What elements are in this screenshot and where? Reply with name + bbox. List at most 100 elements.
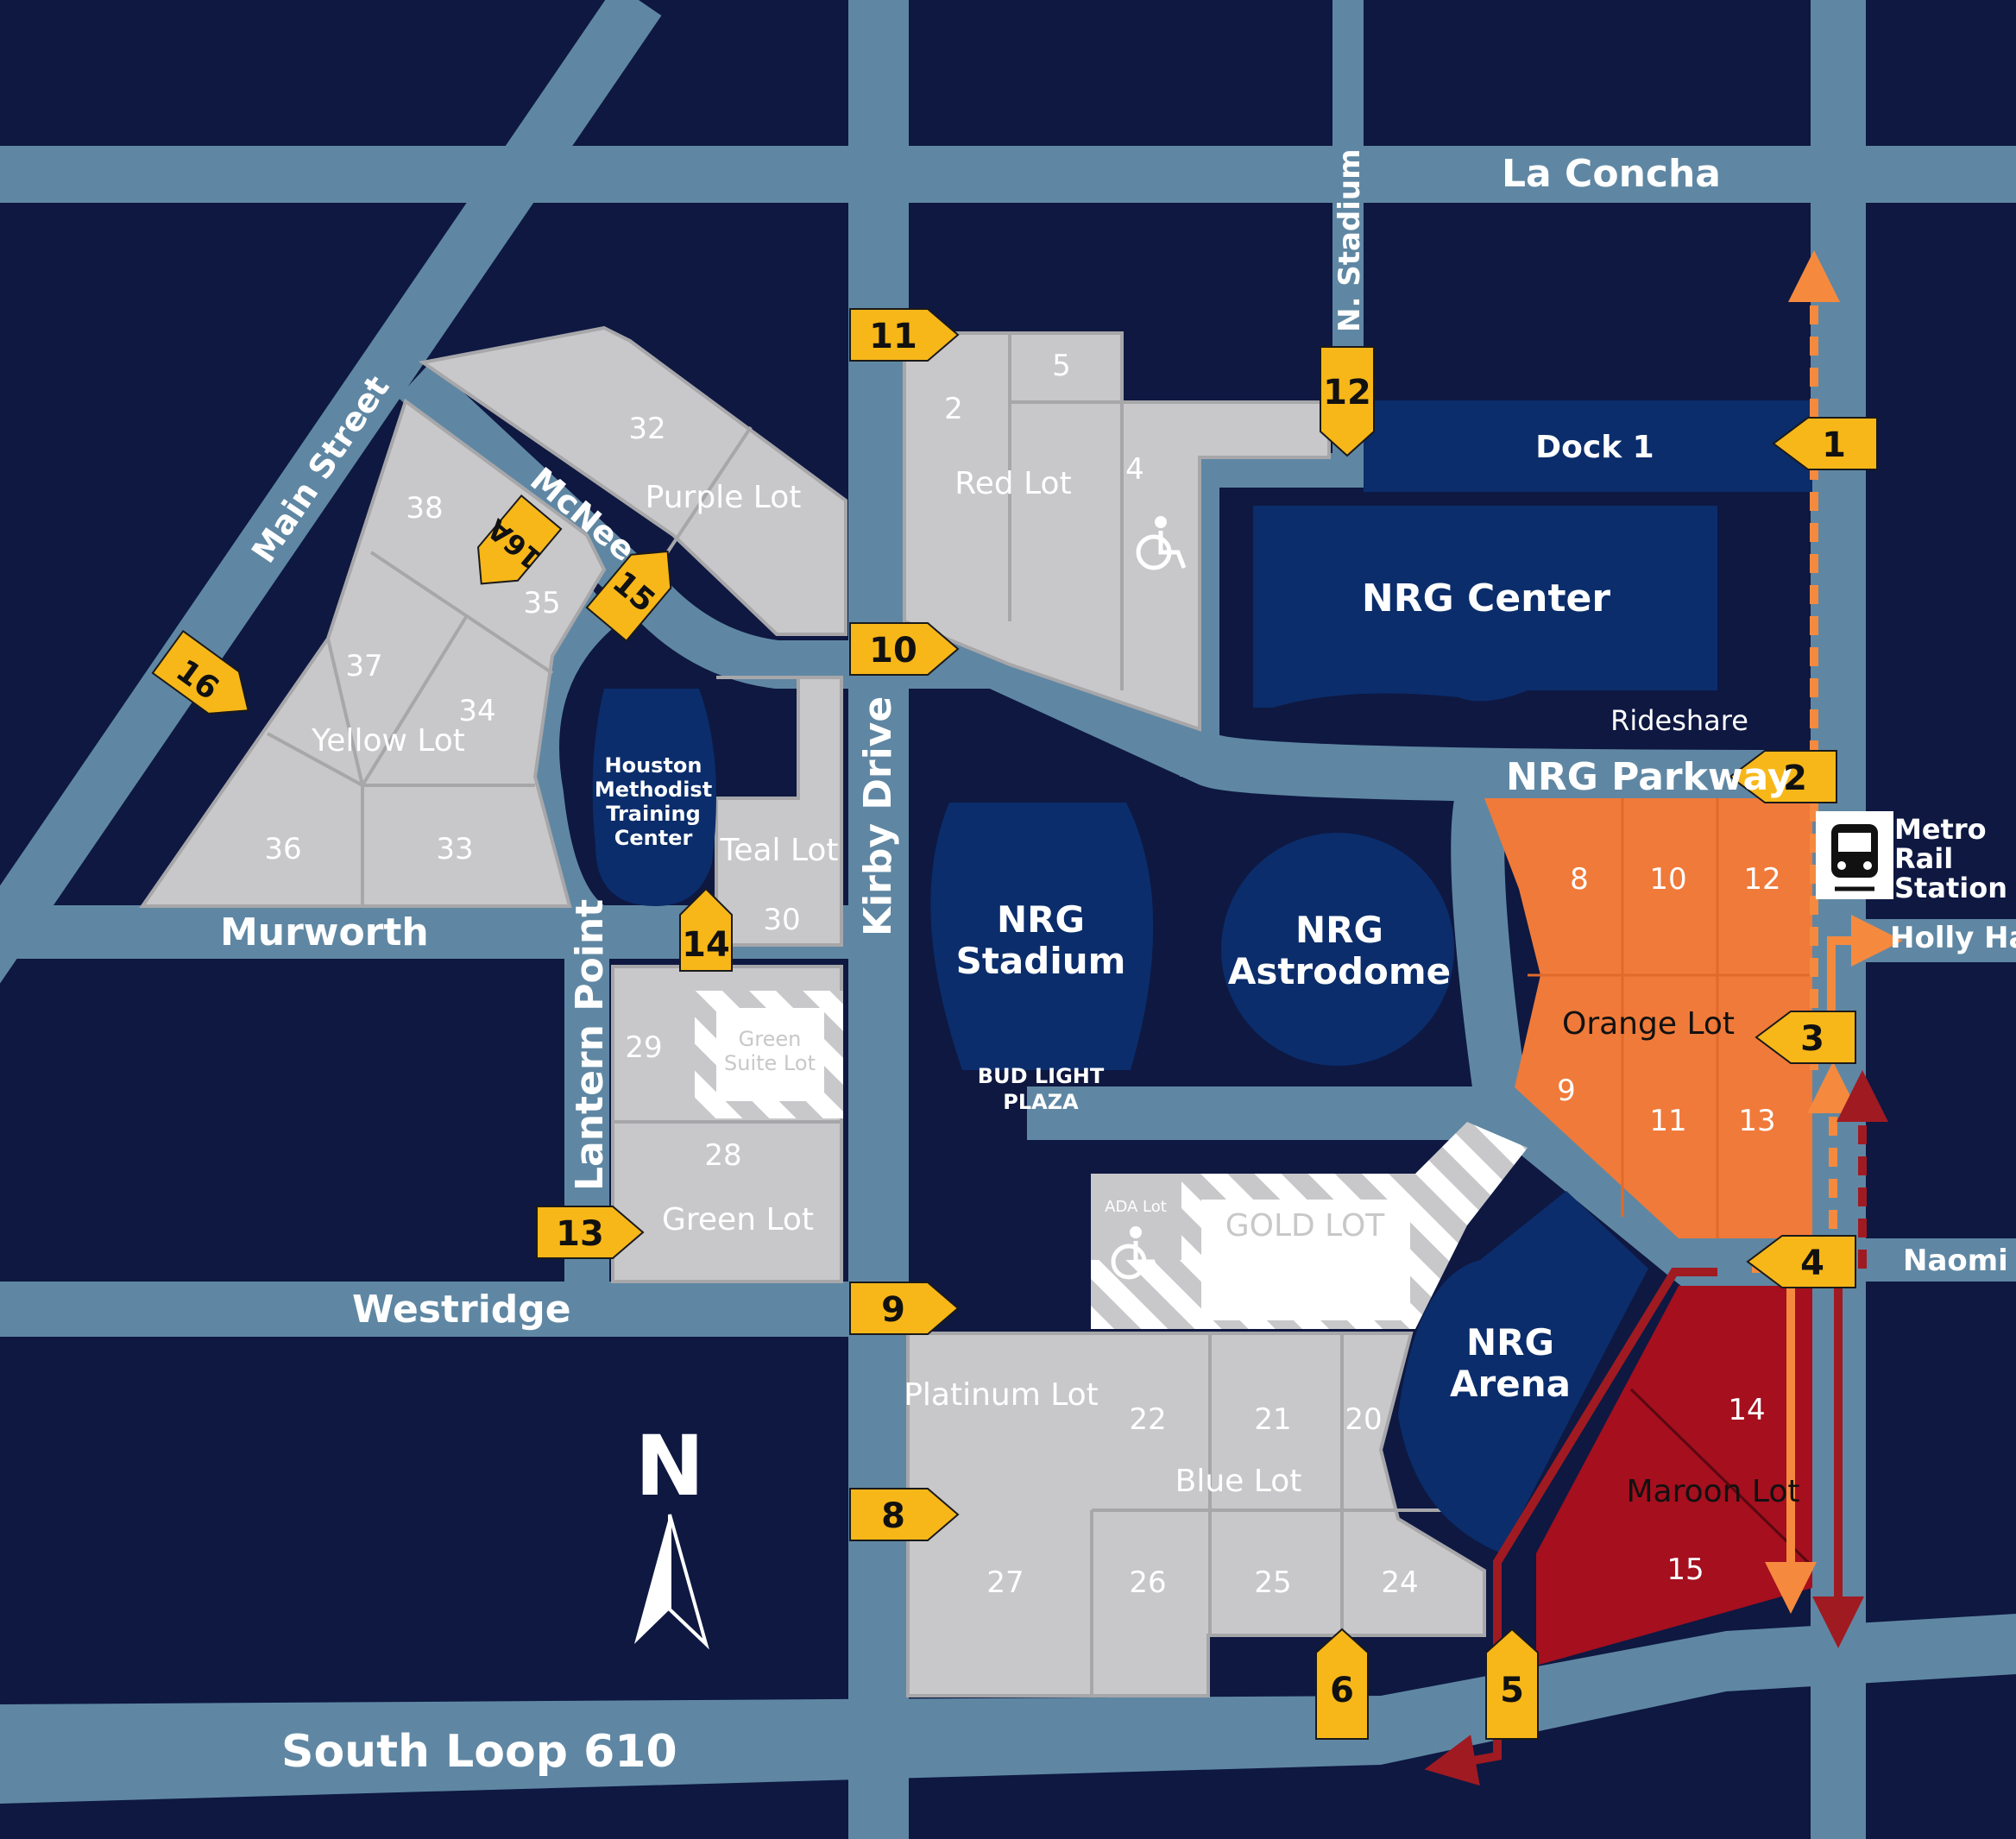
- gate-1[interactable]: [1772, 417, 1878, 470]
- gate-13[interactable]: [536, 1206, 645, 1259]
- gates: [151, 308, 1878, 1740]
- road-label-la-concha: La Concha: [1502, 152, 1721, 196]
- gate-16a[interactable]: [462, 494, 563, 600]
- lot-maroon: [1536, 1286, 1812, 1666]
- gate-label-11: 11: [869, 317, 917, 356]
- label-houston-3: Training: [606, 802, 701, 826]
- lot-number: 9: [1557, 1074, 1576, 1108]
- venue-nrg-stadium: [930, 803, 1154, 1070]
- label-green-lot: Green Lot: [662, 1202, 814, 1238]
- gate-label-12: 12: [1323, 373, 1371, 413]
- lot-number: 33: [436, 832, 473, 866]
- label-rideshare: Rideshare: [1610, 704, 1748, 737]
- label-metro-2: Rail: [1894, 842, 1953, 875]
- gate-label-13: 13: [556, 1214, 604, 1254]
- label-houston-2: Methodist: [595, 778, 712, 802]
- gate-6[interactable]: [1315, 1628, 1369, 1740]
- road-label-kirby-drive: Kirby Drive: [856, 696, 900, 936]
- lot-number: 36: [264, 832, 301, 866]
- label-houston-4: Center: [614, 826, 693, 850]
- road-label-westridge: Westridge: [352, 1288, 571, 1332]
- lot-number: 12: [1743, 862, 1780, 897]
- lot-number: 24: [1381, 1565, 1418, 1600]
- label-dock1: Dock 1: [1535, 430, 1654, 465]
- gate-label-10: 10: [869, 631, 917, 671]
- road-south-loop-610: [0, 1614, 2016, 1804]
- compass-north-label: N: [635, 1418, 704, 1515]
- gray-lots: [139, 325, 1486, 1697]
- gate-10[interactable]: [849, 622, 960, 676]
- road-label-naomi: Naomi: [1903, 1244, 2008, 1278]
- gate-11[interactable]: [849, 308, 960, 362]
- label-nrg-center: NRG Center: [1362, 576, 1610, 620]
- venue-nrg-arena: [1398, 1191, 1648, 1553]
- lot-number: 8: [1570, 862, 1589, 897]
- gate-4[interactable]: [1746, 1235, 1856, 1288]
- road-mcnee: [397, 362, 1018, 689]
- road-label-holly-hall: Holly Hall: [1890, 921, 2016, 955]
- venue-nrg-astrodome: [1221, 833, 1454, 1066]
- label-platinum-lot: Platinum Lot: [904, 1377, 1099, 1413]
- lot-number: 21: [1254, 1402, 1291, 1437]
- label-gold-lot: GOLD LOT: [1225, 1208, 1386, 1244]
- lot-number: 22: [1129, 1402, 1166, 1437]
- road-label-lantern-point: Lantern Point: [568, 899, 612, 1191]
- gate-16[interactable]: [151, 629, 263, 731]
- lot-number: 37: [345, 649, 382, 683]
- venues: [592, 400, 1812, 1553]
- label-teal-lot: Teal Lot: [719, 833, 838, 868]
- lot-number: 26: [1129, 1565, 1166, 1600]
- lot-number: 35: [523, 586, 560, 620]
- lot-number: 38: [406, 491, 443, 526]
- lot-number: 11: [1649, 1104, 1686, 1138]
- gate-14[interactable]: [679, 887, 733, 972]
- label-orange-lot: Orange Lot: [1562, 1006, 1735, 1042]
- venue-houston-methodist: [592, 689, 716, 906]
- label-yellow-lot: Yellow Lot: [311, 723, 465, 759]
- road-label-murworth: Murworth: [220, 910, 429, 954]
- gate-label-4: 4: [1800, 1244, 1824, 1283]
- lot-number: 14: [1728, 1393, 1765, 1427]
- lot-number: 2: [944, 392, 963, 426]
- venue-dock1: [1364, 400, 1812, 492]
- gate-label-3: 3: [1800, 1019, 1824, 1059]
- gate-label-9: 9: [881, 1290, 905, 1330]
- road-nrg-loop: [990, 639, 1838, 1287]
- lot-number: 32: [628, 412, 665, 446]
- label-metro-3: Station: [1894, 872, 2007, 904]
- road-label-n-stadium: N. Stadium: [1332, 148, 1367, 332]
- lot-number: 4: [1125, 452, 1144, 487]
- lot-number: 25: [1254, 1565, 1291, 1600]
- label-astrodome-1: NRG: [1295, 909, 1383, 951]
- gate-label-1: 1: [1822, 425, 1846, 465]
- lot-number: 20: [1345, 1402, 1382, 1437]
- lot-number: 5: [1052, 349, 1071, 383]
- gate-8[interactable]: [849, 1488, 960, 1541]
- lot-number: 28: [704, 1138, 741, 1173]
- north-arrow-icon: [634, 1514, 709, 1650]
- gate-15[interactable]: [585, 535, 688, 642]
- gate-5[interactable]: [1485, 1628, 1539, 1740]
- gate-label-2: 2: [1783, 759, 1807, 798]
- lot-number: 10: [1649, 862, 1686, 897]
- gate-9[interactable]: [849, 1282, 960, 1335]
- label-arena-1: NRG: [1466, 1321, 1554, 1364]
- label-blue-lot: Blue Lot: [1175, 1464, 1302, 1499]
- label-stadium-1: NRG: [997, 898, 1085, 941]
- gate-label-6: 6: [1330, 1671, 1354, 1710]
- gate-2[interactable]: [1729, 750, 1837, 803]
- label-red-lot: Red Lot: [954, 466, 1071, 501]
- label-bud-light-1: BUD LIGHT: [978, 1064, 1105, 1088]
- gate-label-14: 14: [682, 925, 730, 965]
- label-astrodome-2: Astrodome: [1228, 950, 1451, 992]
- label-metro-1: Metro: [1894, 813, 1987, 846]
- label-ada-lot: ADA Lot: [1105, 1198, 1167, 1216]
- venue-nrg-center: [1253, 506, 1717, 708]
- road-main-street: [0, 0, 662, 984]
- label-houston-1: Houston: [605, 753, 702, 778]
- gate-3[interactable]: [1755, 1011, 1856, 1064]
- gate-12[interactable]: [1320, 346, 1375, 457]
- road-label-south-loop: South Loop 610: [281, 1726, 677, 1778]
- maroon-routes: [1424, 1070, 1888, 1786]
